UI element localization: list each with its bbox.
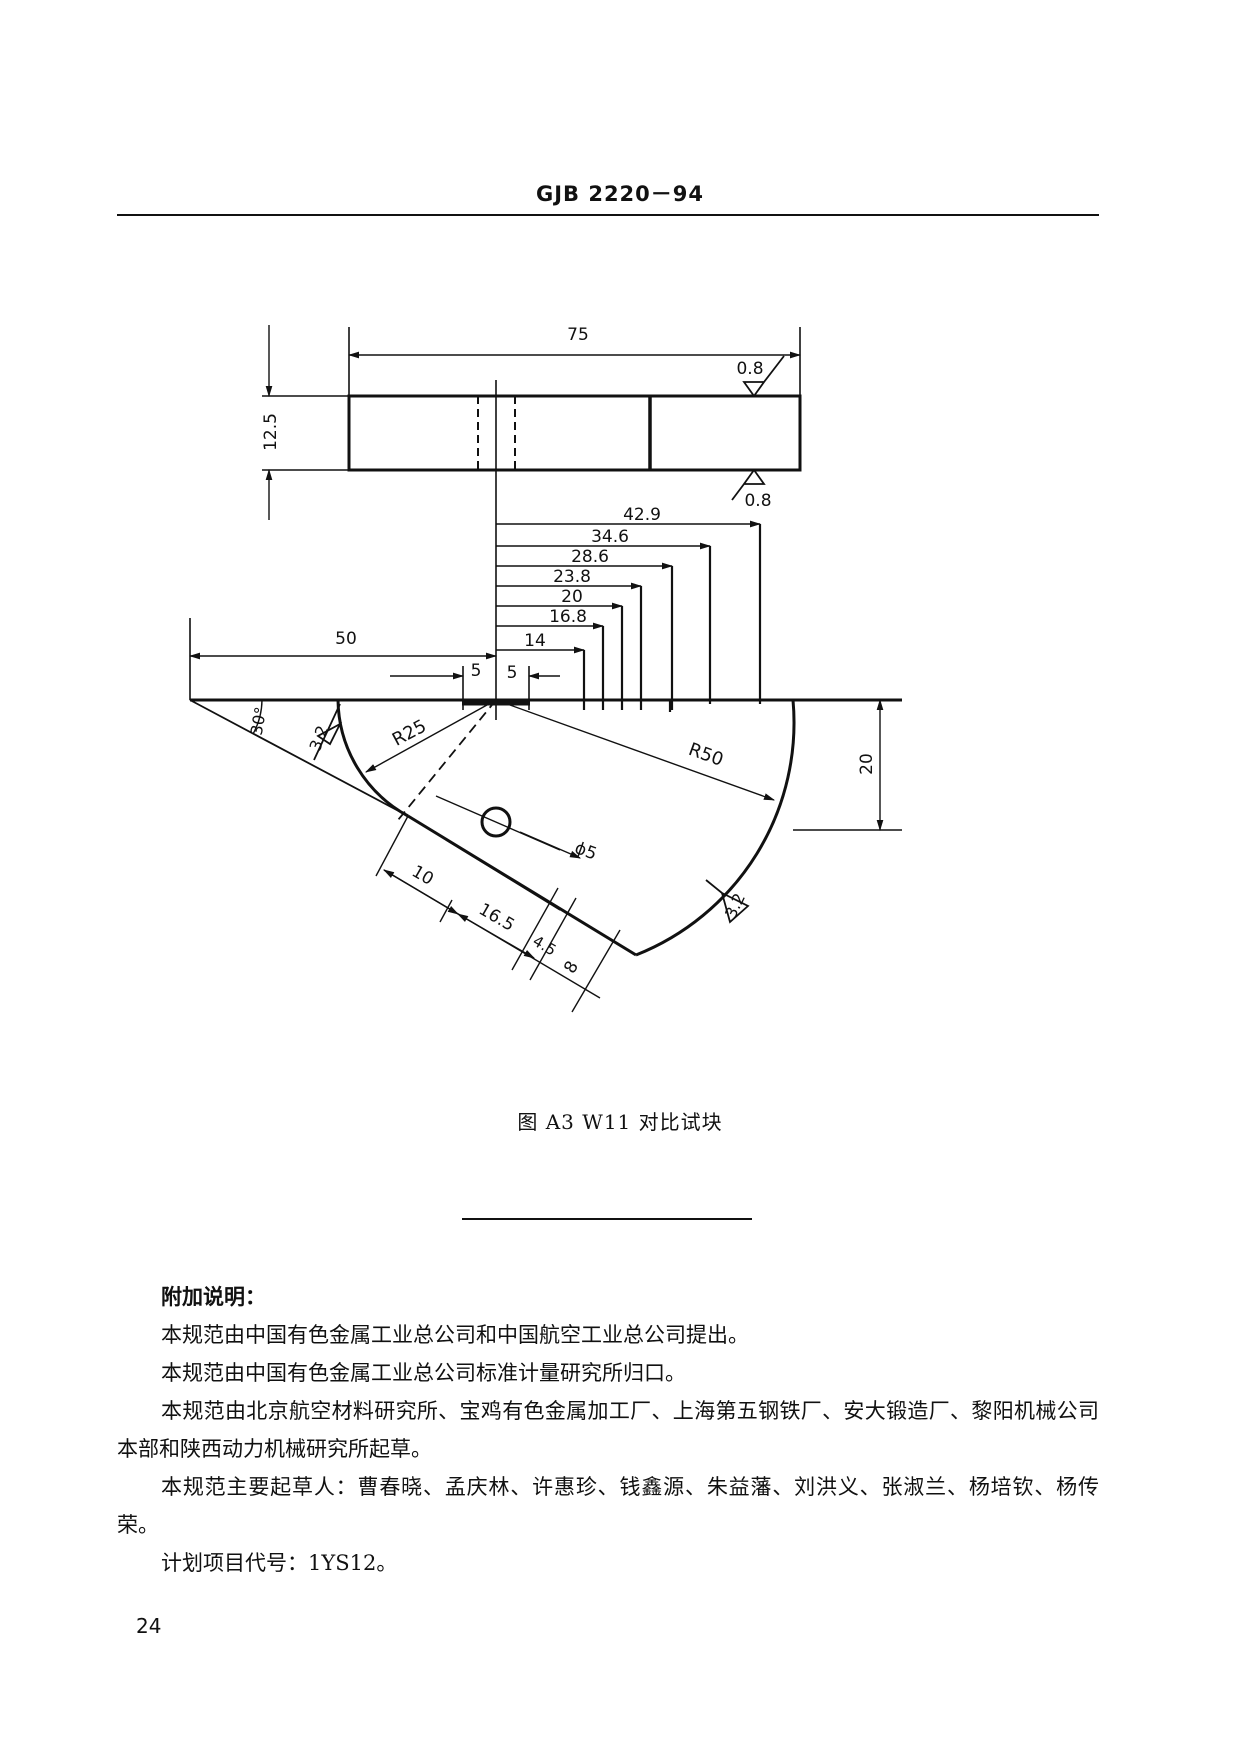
header-rule (117, 214, 1099, 216)
dim-14: 14 (524, 631, 546, 651)
dim-5-right: 5 (507, 663, 518, 683)
dim-r25: R25 (389, 716, 430, 751)
standard-code-header: GJB 2220－94 (535, 182, 705, 206)
dim-10: 10 (408, 862, 437, 890)
dim-r50: R50 (686, 739, 726, 771)
technical-drawing: 75 0.8 0.8 12.5 42.9 34.6 28.6 23.8 20 1… (188, 325, 902, 1013)
dim-30-deg: 30° (247, 705, 271, 736)
note-paragraph: 本规范主要起草人：曹春晓、孟庆林、许惠珍、钱鑫源、朱益藩、刘洪义、张淑兰、杨培钦… (117, 1475, 1099, 1537)
dim-12-5: 12.5 (261, 413, 281, 451)
dim-42-9: 42.9 (623, 505, 661, 525)
dim-16-5: 16.5 (475, 900, 518, 936)
notes-heading: 附加说明： (161, 1285, 266, 1309)
dim-20: 20 (561, 587, 583, 607)
figure-caption: 图 A3 W11 对比试块 (517, 1110, 723, 1134)
additional-notes: 附加说明： 本规范由中国有色金属工业总公司和中国航空工业总公司提出。 本规范由中… (117, 1278, 1099, 1582)
dim-8: 8 (560, 958, 583, 977)
dim-23-8: 23.8 (553, 567, 591, 587)
plate-top-view (347, 394, 802, 472)
dim-hole-dia: ϕ5 (572, 838, 600, 864)
dim-75: 75 (567, 325, 589, 345)
roughness-top-text: 0.8 (736, 359, 763, 379)
note-paragraph: 本规范由中国有色金属工业总公司和中国航空工业总公司提出。 (161, 1323, 749, 1347)
dim-28-6: 28.6 (571, 547, 609, 567)
dim-50: 50 (335, 629, 357, 649)
page-number: 24 (136, 1614, 162, 1638)
separator-rule (462, 1218, 752, 1220)
note-paragraph: 本规范由北京航空材料研究所、宝鸡有色金属加工厂、上海第五钢铁厂、安大锻造厂、黎阳… (117, 1399, 1099, 1461)
note-paragraph: 本规范由中国有色金属工业总公司标准计量研究所归口。 (161, 1361, 686, 1385)
dim-5-left: 5 (471, 661, 482, 681)
dim-20-height: 20 (857, 753, 877, 775)
dim-16-8: 16.8 (549, 607, 587, 627)
note-paragraph: 计划项目代号：1YS12。 (161, 1551, 398, 1575)
roughness-bottom-text: 0.8 (744, 491, 771, 511)
dim-34-6: 34.6 (591, 527, 629, 547)
